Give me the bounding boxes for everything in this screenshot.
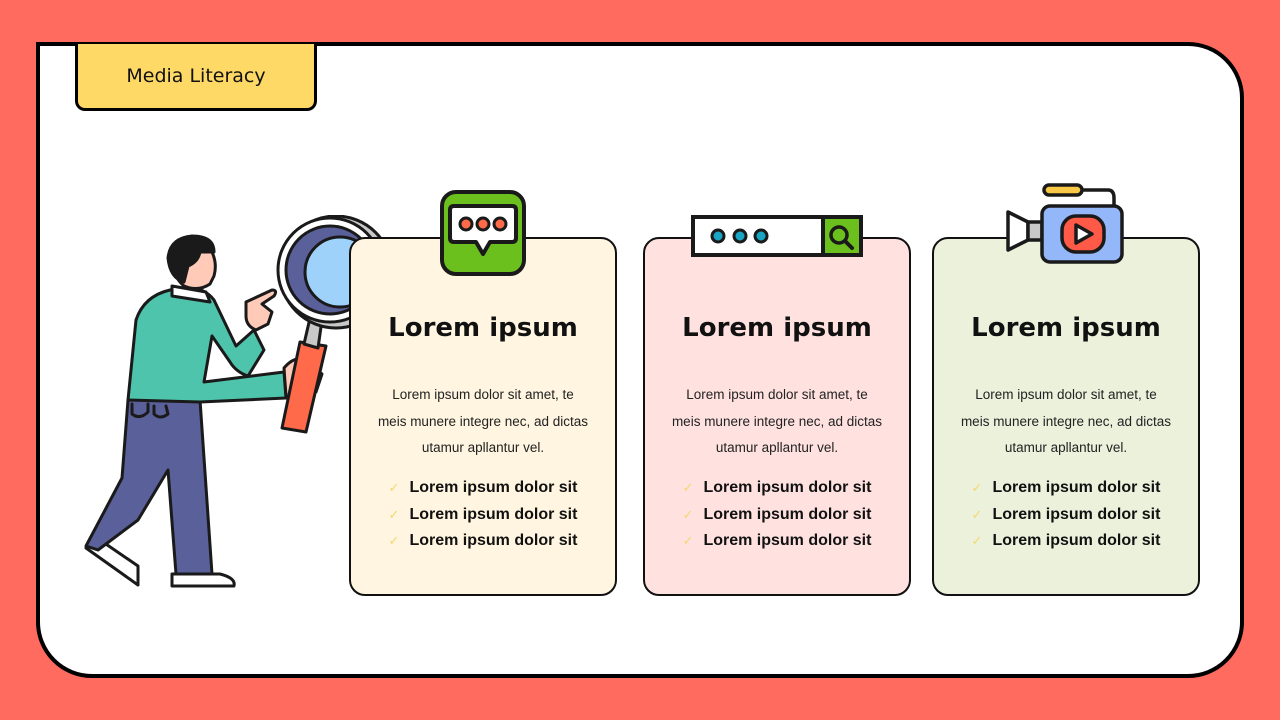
bullet-list: ✓Lorem ipsum dolor sit ✓Lorem ipsum dolo…: [645, 475, 909, 555]
bullet-list: ✓Lorem ipsum dolor sit ✓Lorem ipsum dolo…: [934, 475, 1198, 555]
card-description: Lorem ipsum dolor sit amet, te meis mune…: [960, 387, 1172, 455]
check-icon: ✓: [971, 533, 983, 549]
bullet-item: ✓Lorem ipsum dolor sit: [971, 479, 1161, 497]
search-bar-icon: [691, 215, 863, 257]
person-magnifier-illustration: [84, 215, 394, 588]
check-icon: ✓: [682, 533, 694, 549]
card-title: Lorem ipsum: [388, 313, 578, 343]
bullet-item: ✓Lorem ipsum dolor sit: [682, 505, 872, 523]
bullet-item: ✓Lorem ipsum dolor sit: [971, 532, 1161, 550]
card-title: Lorem ipsum: [682, 313, 872, 343]
card-2: Lorem ipsum Lorem ipsum dolor sit amet, …: [643, 237, 911, 596]
card-description: Lorem ipsum dolor sit amet, te meis mune…: [671, 387, 883, 455]
check-icon: ✓: [682, 480, 694, 496]
title-tab: Media Literacy: [75, 44, 317, 111]
bullet-item: ✓Lorem ipsum dolor sit: [388, 505, 578, 523]
check-icon: ✓: [388, 533, 400, 549]
check-icon: ✓: [971, 506, 983, 522]
chat-bubble-icon: [440, 190, 526, 276]
bullet-list: ✓Lorem ipsum dolor sit ✓Lorem ipsum dolo…: [351, 475, 615, 555]
card-1: Lorem ipsum Lorem ipsum dolor sit amet, …: [349, 237, 617, 596]
card-description: Lorem ipsum dolor sit amet, te meis mune…: [377, 387, 589, 455]
page-title: Media Literacy: [126, 65, 266, 87]
video-camera-icon: [1006, 183, 1124, 264]
bullet-item: ✓Lorem ipsum dolor sit: [682, 479, 872, 497]
bullet-item: ✓Lorem ipsum dolor sit: [388, 479, 578, 497]
card-3: Lorem ipsum Lorem ipsum dolor sit amet, …: [932, 237, 1200, 596]
check-icon: ✓: [388, 480, 400, 496]
check-icon: ✓: [682, 506, 694, 522]
check-icon: ✓: [971, 480, 983, 496]
check-icon: ✓: [388, 506, 400, 522]
bullet-item: ✓Lorem ipsum dolor sit: [971, 505, 1161, 523]
bullet-item: ✓Lorem ipsum dolor sit: [388, 532, 578, 550]
card-title: Lorem ipsum: [971, 313, 1161, 343]
bullet-item: ✓Lorem ipsum dolor sit: [682, 532, 872, 550]
